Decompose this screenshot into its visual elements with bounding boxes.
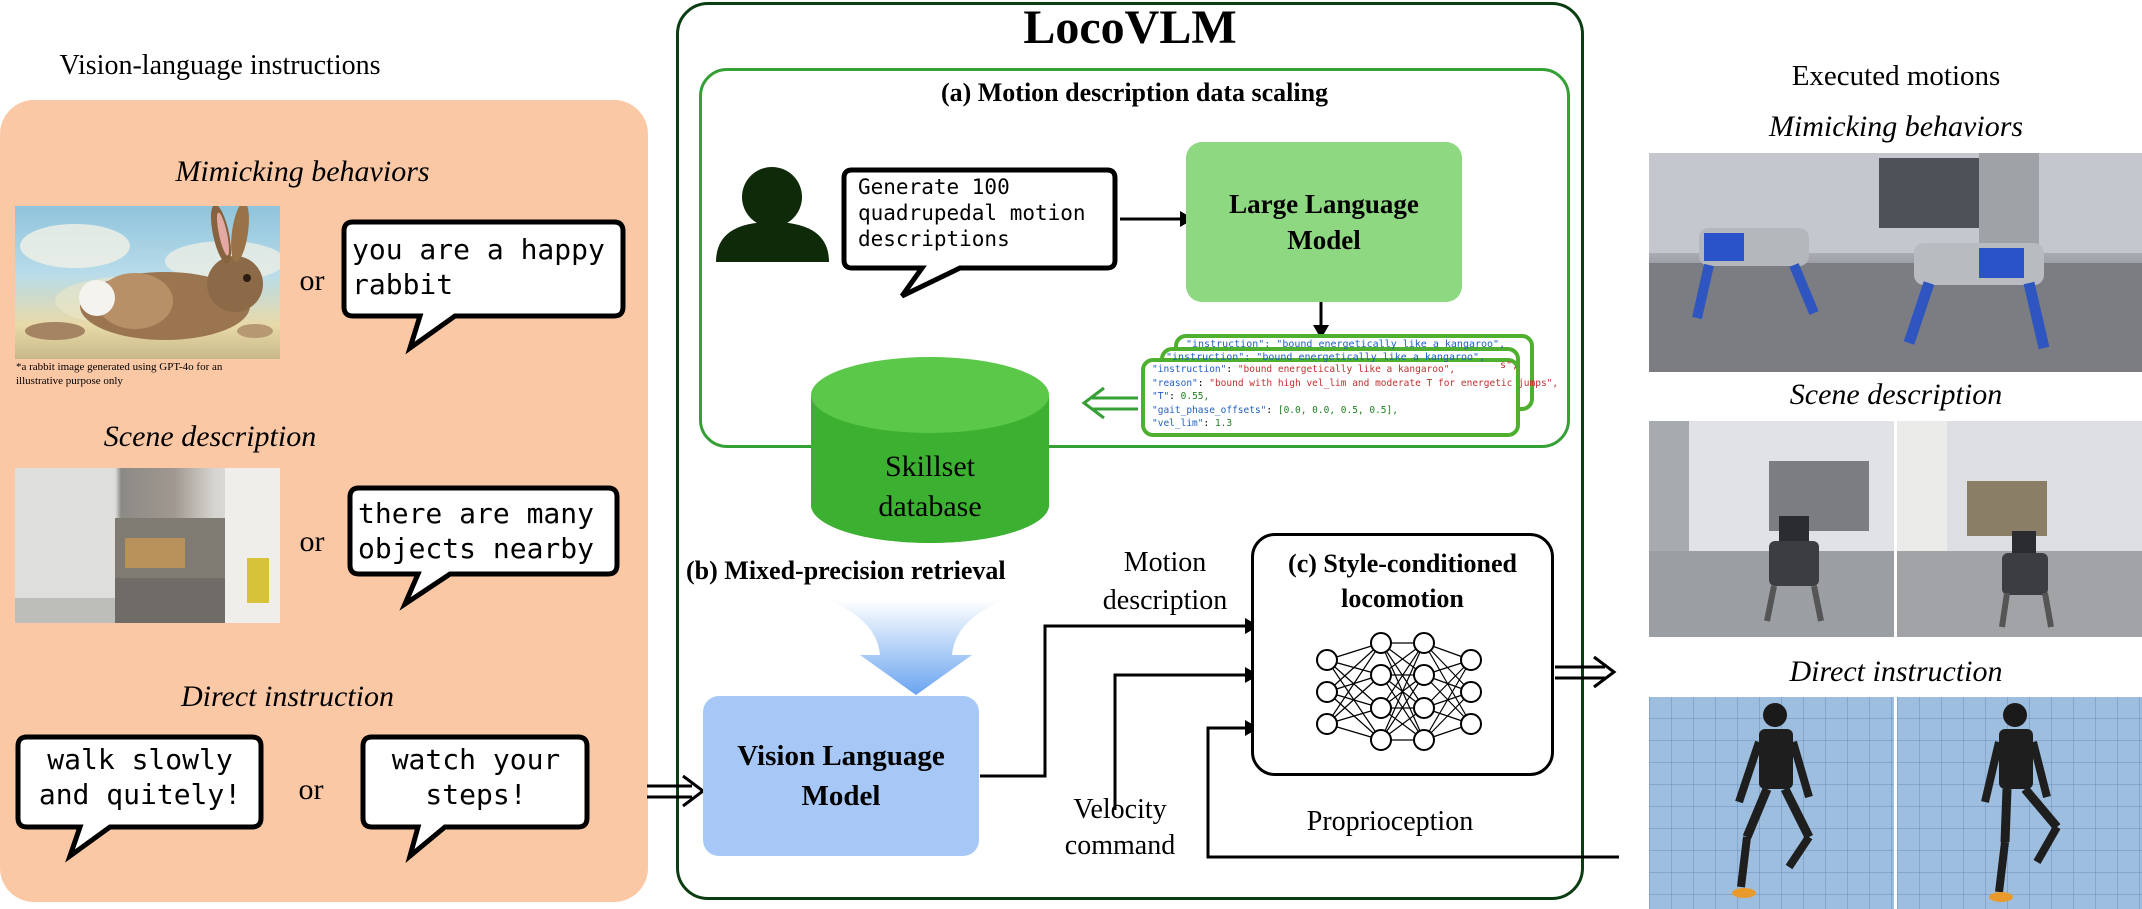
panel-a-title: (a) Motion description data scaling: [940, 78, 1329, 107]
database-label: Skillset database: [878, 450, 982, 523]
json-back-1-text: "instruction": "bound energetically like…: [1166, 352, 1486, 363]
locovlm-frame: [676, 2, 1584, 900]
json-val-4: [0.0, 0.0, 0.5, 0.5],: [1277, 404, 1398, 416]
json-val-1: "bound energetically like a kangaroo",: [1237, 364, 1456, 375]
json-line-1: "instruction": "bound energetically like…: [1152, 364, 1456, 375]
vlm-box: Vision Language Model: [703, 696, 979, 856]
json-key-4: "gait_phase_offsets": [1152, 404, 1267, 416]
json-back-1-line: "instruction": "bound energetically like…: [1166, 352, 1485, 363]
right-section-title-scene: Scene description: [1789, 378, 2003, 411]
or-label-3: or: [298, 773, 324, 806]
json-val-3: 0.55,: [1180, 391, 1210, 402]
velocity-command-label: Velocity command: [1064, 794, 1176, 861]
json-line-5: "vel_lim": 1.3: [1152, 418, 1233, 429]
vlm-label: Vision Language Model: [737, 740, 945, 812]
json-key-5: "vel_lim": [1152, 418, 1204, 429]
scene-robot-image-2: [1897, 421, 2142, 637]
json-back-2-text: "instruction": "bound energetically like…: [1186, 339, 1506, 350]
proprioception-label: Proprioception: [1306, 806, 1474, 837]
humanoid-image-1: [1649, 697, 1894, 909]
humanoid-image-2: [1897, 697, 2142, 909]
json-back-2-line: "instruction": "bound energetically like…: [1186, 339, 1505, 350]
robot-dog-image: [1649, 153, 2142, 372]
left-section-title-mimicking: Mimicking behaviors: [175, 155, 430, 188]
json-key-2: "reason": [1152, 377, 1198, 389]
left-section-title-scene: Scene description: [103, 420, 317, 453]
locovlm-title: LocoVLM: [1023, 1, 1237, 54]
json-line-3: "T": 0.55,: [1152, 391, 1210, 402]
panel-b-title: (b) Mixed-precision retrieval: [686, 556, 1006, 585]
scene-robot-image-1: [1649, 421, 1894, 637]
json-line-4: "gait_phase_offsets": [0.0, 0.0, 0.5, 0.…: [1152, 404, 1398, 416]
json-back-tail: s",: [1500, 360, 1519, 371]
bubble-text-2: there are many objects nearby: [358, 497, 595, 565]
json-key-1: "instruction": [1152, 364, 1227, 375]
bubble-text-3: walk slowly and quitely!: [38, 743, 242, 811]
rabbit-footnote: *a rabbit image generated using GPT-4o f…: [16, 361, 223, 387]
panel-a-frame: [699, 68, 1570, 448]
llm-label: Large Language Model: [1229, 189, 1419, 255]
json-val-2: "bound with high vel_lim and moderate T …: [1209, 377, 1559, 389]
rabbit-image: [15, 206, 280, 359]
bubble-text-4: watch your steps!: [391, 743, 561, 811]
panel-c-title: (c) Style-conditioned locomotion: [1288, 549, 1517, 613]
left-heading: Vision-language instructions: [59, 50, 381, 81]
or-label-2: or: [299, 525, 325, 558]
llm-box: Large Language Model: [1186, 142, 1462, 302]
json-key-3: "T": [1152, 391, 1170, 402]
right-section-title-mimicking: Mimicking behaviors: [1768, 110, 2024, 143]
scene-image: [15, 468, 280, 623]
json-line-2: "reason": "bound with high vel_lim and m…: [1152, 377, 1559, 389]
prompt-text: Generate 100 quadrupedal motion descript…: [858, 175, 1086, 251]
right-heading: Executed motions: [1791, 60, 2001, 92]
json-val-5: 1.3: [1214, 418, 1233, 429]
or-label-1: or: [299, 264, 325, 297]
motion-description-label: Motion description: [1102, 547, 1228, 616]
bubble-text-1: you are a happy rabbit: [352, 233, 605, 301]
json-front-text: "instruction": "bound energetically like…: [1152, 363, 1558, 431]
left-section-title-direct: Direct instruction: [180, 680, 395, 713]
right-section-title-direct: Direct instruction: [1789, 655, 2003, 688]
